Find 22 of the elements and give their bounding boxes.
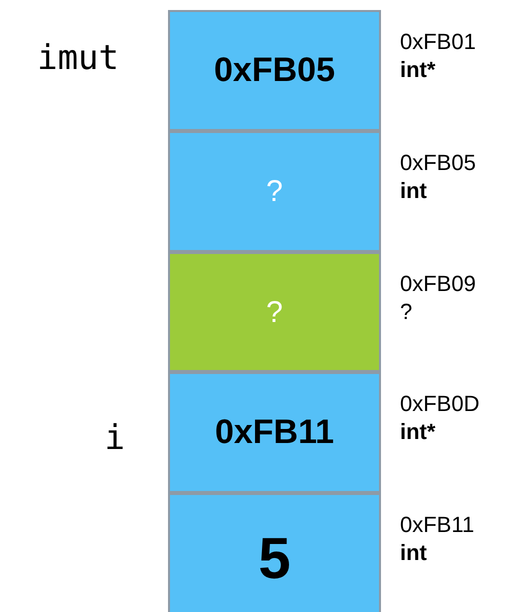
address-text: 0xFB05 bbox=[400, 149, 476, 177]
address-text: 0xFB01 bbox=[400, 28, 476, 56]
cell-value: 0xFB05 bbox=[214, 50, 335, 91]
cell-value: ? bbox=[266, 174, 283, 210]
address-text: 0xFB0D bbox=[400, 390, 480, 418]
variable-name: imut bbox=[37, 38, 119, 78]
cell-value: 5 bbox=[258, 525, 291, 593]
cell-value: 0xFB11 bbox=[214, 412, 334, 453]
memory-cell bbox=[168, 372, 381, 493]
memory-cell bbox=[168, 493, 381, 612]
cell-value: ? bbox=[266, 294, 283, 330]
address-text: 0xFB11 bbox=[400, 511, 474, 539]
type-text: ? bbox=[400, 298, 414, 326]
type-text: int* bbox=[400, 56, 436, 84]
memory-cell bbox=[168, 131, 381, 252]
address-text: 0xFB09 bbox=[400, 270, 476, 298]
type-text: int* bbox=[400, 418, 436, 446]
memory-cell bbox=[168, 252, 381, 372]
variable-name: i bbox=[104, 418, 125, 458]
type-text: int bbox=[400, 539, 428, 567]
type-text: int bbox=[400, 177, 428, 205]
memory-cell bbox=[168, 10, 381, 131]
